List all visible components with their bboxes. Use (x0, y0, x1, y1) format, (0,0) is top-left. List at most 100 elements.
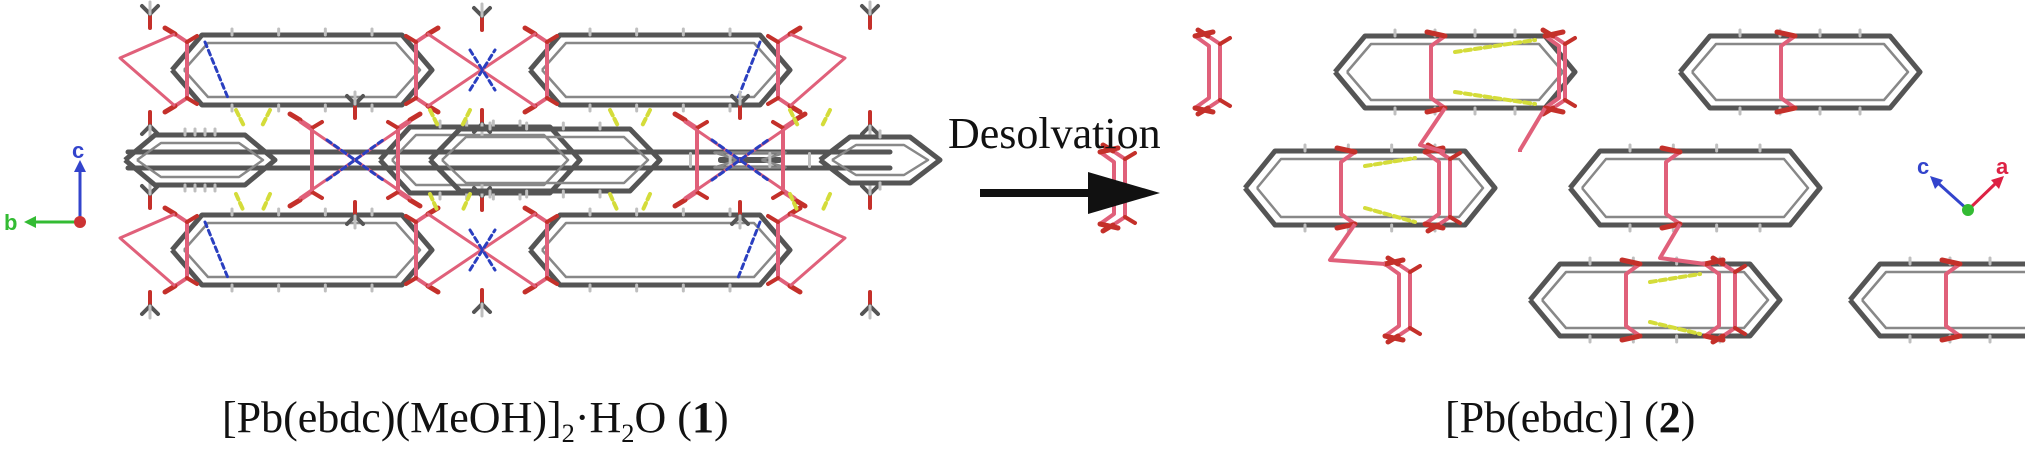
ligand-ring (1528, 256, 1783, 344)
oxygen-bond (695, 120, 709, 130)
ring-inner-outline (1861, 270, 2025, 330)
caption-compound-1: [Pb(ebdc)(MeOH)]2·H2O (1) (222, 392, 729, 449)
oxygen-bond (1218, 36, 1232, 46)
oxygen-bond (1424, 105, 1448, 115)
hydrogen-bond-blue (468, 228, 497, 272)
oxygen-bond (771, 190, 785, 200)
ligand-ring (1568, 143, 1823, 233)
oxygen-bond (1774, 29, 1798, 39)
methanol-molecule (860, 110, 880, 140)
oxygen-bond (162, 205, 178, 217)
desolvation-arrow (980, 172, 1160, 214)
ring-inner-outline (183, 41, 422, 99)
oxygen-bond (522, 283, 538, 295)
axis-origin (74, 216, 86, 228)
oxygen-bond (425, 103, 441, 115)
structure-2-desolvated (1097, 27, 2025, 345)
oxygen-bond (1939, 333, 1963, 343)
a-axis-line (1966, 181, 1998, 212)
oxygen-bond (1733, 264, 1747, 274)
pb-bond (1193, 34, 1211, 110)
hydrogen-bond-yellow (608, 108, 620, 128)
pb-node (162, 205, 199, 295)
methanol-molecule (472, 182, 492, 212)
methanol-molecule (472, 2, 492, 32)
oxygen-bond (287, 197, 303, 209)
methanol-molecule (730, 90, 750, 120)
ligand-ring (528, 207, 793, 293)
hydrogen-bond-yellow (788, 108, 800, 128)
oxygen-bond (162, 283, 178, 295)
hydrogen-bond-yellow (1453, 90, 1537, 106)
oxygen-bond (1542, 105, 1566, 115)
ring-inner-outline (1541, 270, 1770, 330)
ring-inner-outline (831, 143, 930, 177)
pb-node (766, 25, 803, 115)
caption-1-water-h: ·H (574, 393, 622, 442)
oxygen-bond (1424, 29, 1448, 39)
caption-compound-2: [Pb(ebdc)] (2) (1445, 392, 1695, 443)
pb-bond (1206, 34, 1222, 110)
hydrogen-bond-yellow (820, 192, 832, 214)
hydrogen-bond-yellow (1648, 272, 1702, 284)
hydrogen-bond-blue (203, 220, 230, 280)
oxygen-bond (287, 111, 303, 123)
oxygen-bond (545, 34, 559, 44)
pb-bond (1396, 262, 1412, 338)
pb-node (522, 205, 559, 295)
ring-outline (528, 32, 793, 108)
c-axis-line-right (1936, 181, 1970, 212)
pb-bond (533, 32, 549, 108)
hydrogen-bond-yellow (1648, 320, 1702, 336)
oxygen-bond (310, 120, 324, 130)
caption-1-water-subscript: 2 (621, 417, 635, 448)
caption-1-close: ) (713, 393, 729, 442)
pb-bond (781, 118, 797, 202)
ligand-ring (1333, 28, 1578, 116)
oxygen-bond (787, 25, 803, 37)
hydrogen-bond-yellow (608, 192, 620, 214)
oxygen-bond (386, 120, 400, 130)
oxygen-bond (1218, 98, 1232, 108)
c-axis-arrowhead-right (1930, 176, 1943, 189)
oxygen-bond (185, 214, 199, 224)
ring-outline (1678, 33, 1923, 111)
ring-inner-outline (441, 135, 650, 185)
pb-node (287, 111, 324, 209)
ring-outline (378, 124, 583, 196)
pb-node (404, 25, 441, 115)
pb-node (672, 111, 709, 209)
ligand-ring (818, 129, 943, 191)
pb-bond (1779, 34, 1797, 110)
oxygen-bond (766, 276, 780, 286)
pb-bond (118, 32, 176, 108)
hydrogen-bond-yellow (1453, 38, 1537, 54)
pb-bond (1543, 34, 1561, 110)
pb-bond (789, 212, 847, 288)
hydrogen-bond-yellow (640, 192, 652, 214)
hydrogen-bond-blue (203, 40, 230, 100)
methanol-molecule (140, 0, 160, 30)
ligand-ring (428, 121, 663, 199)
hydrogen-bond-yellow (788, 192, 800, 214)
structure-1-methanol-solvate (118, 0, 943, 320)
pb-bond (1944, 262, 1962, 338)
pb-bond (1624, 262, 1642, 338)
ring-inner-outline (391, 133, 570, 187)
ring-outline (1848, 261, 2025, 339)
pb-bond (1436, 149, 1452, 227)
ring-outline (1333, 33, 1578, 111)
c-axis-label-right: c (1917, 154, 1929, 179)
ligand-ring (1678, 28, 1923, 116)
methanol-molecule (860, 180, 880, 210)
hydrogen-bond-yellow (260, 108, 272, 128)
ring-outline (170, 32, 435, 108)
methanol-molecule (860, 290, 880, 320)
oxygen-bond (185, 96, 199, 106)
oxygen-bond (1702, 333, 1726, 343)
methanol-molecule (472, 288, 492, 318)
oxygen-bond (1123, 215, 1137, 225)
oxygen-bond (386, 190, 400, 200)
oxygen-bond (1192, 29, 1216, 39)
ligand-ring (528, 27, 793, 113)
